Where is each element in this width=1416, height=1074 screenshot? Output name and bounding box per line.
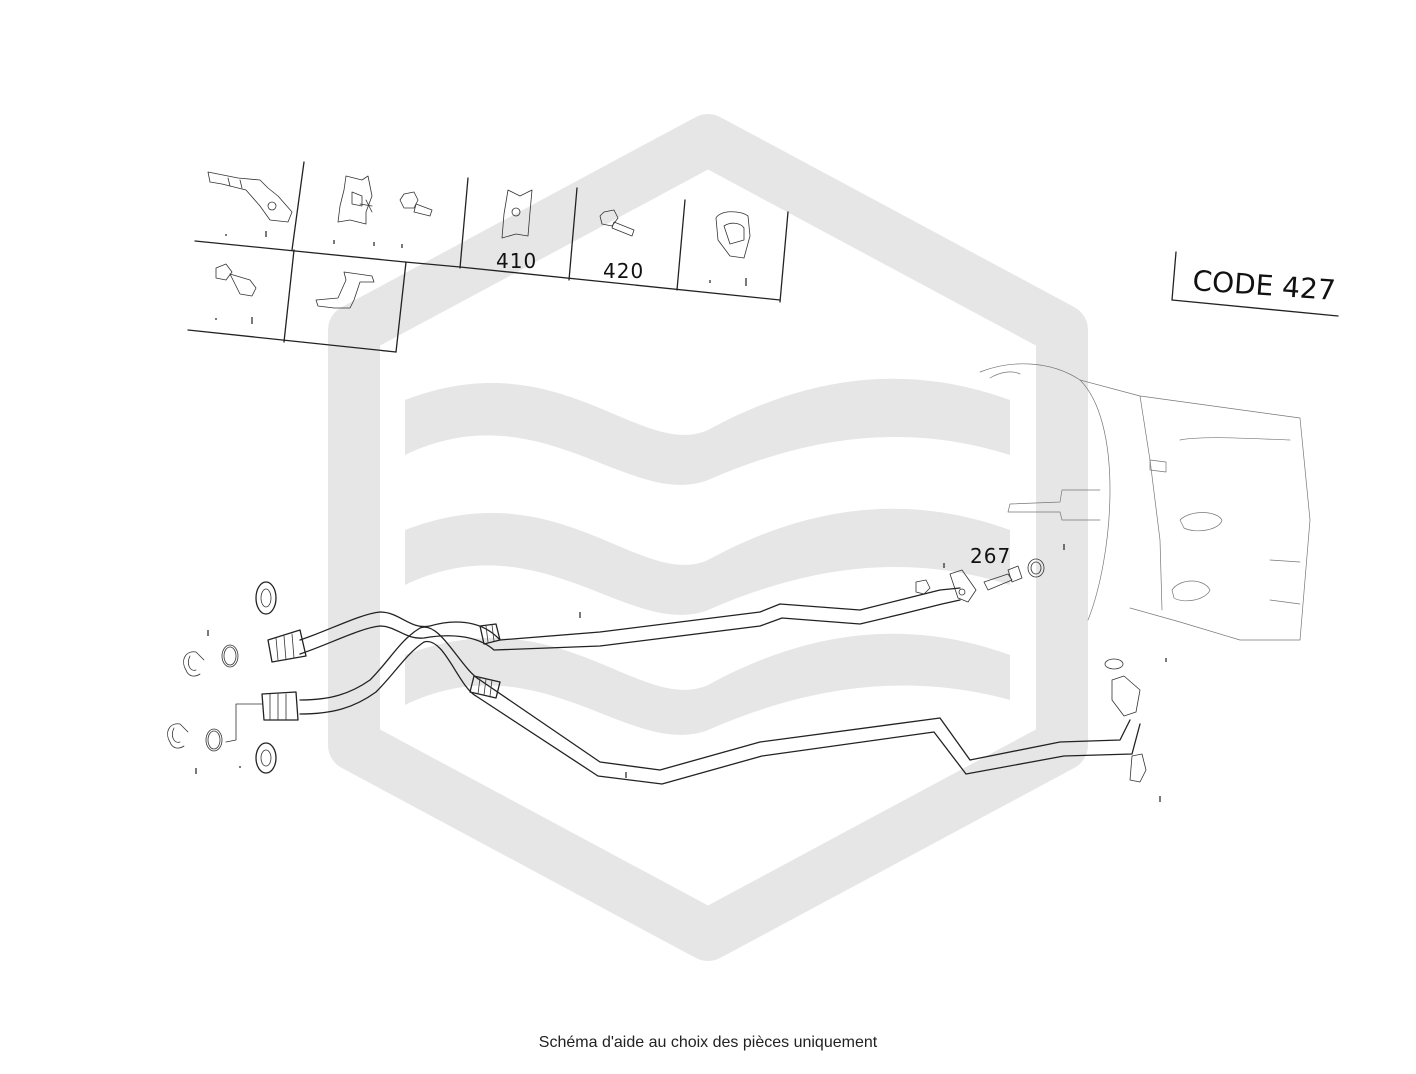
connector-fitting-267-icon — [983, 558, 1045, 591]
bolt-washer-part-icon — [215, 263, 257, 297]
upper-retaining-clip-icon — [183, 651, 205, 677]
clip-410-part-icon — [501, 189, 533, 239]
lower-retaining-clip-icon — [167, 723, 189, 749]
upper-cooler-line — [267, 587, 961, 663]
bolt-part-icon — [399, 191, 433, 217]
watermark-logo-icon — [328, 114, 1088, 961]
bolt-420-part-icon — [599, 209, 635, 237]
bracket-part-icon — [207, 171, 293, 223]
lower-o-ring-icon — [205, 728, 223, 752]
upper-union-nut-icon — [255, 581, 277, 615]
hose-clamp-part-icon — [715, 211, 751, 259]
upper-o-ring-icon — [221, 644, 239, 668]
retaining-bracket-part-icon — [315, 271, 375, 309]
lower-union-nut-icon — [255, 742, 277, 774]
transmission-housing — [979, 363, 1311, 641]
lower-right-connector-icon — [1104, 658, 1167, 802]
clip-bracket-part-icon — [337, 175, 373, 225]
callout-410: 410 — [496, 249, 537, 273]
parts-table-grid — [187, 161, 789, 353]
callout-267: 267 — [970, 544, 1011, 568]
table-index-marks — [215, 231, 747, 324]
lower-cooler-line — [225, 626, 1141, 785]
left-index-marks — [195, 612, 627, 778]
code-label-box — [1171, 251, 1339, 317]
code-label: CODE 427 — [1192, 264, 1337, 307]
diagram-footer-note: Schéma d'aide au choix des pièces unique… — [538, 1034, 878, 1051]
callout-420: 420 — [603, 259, 644, 283]
pipe-bracket-267-icon — [915, 563, 977, 603]
